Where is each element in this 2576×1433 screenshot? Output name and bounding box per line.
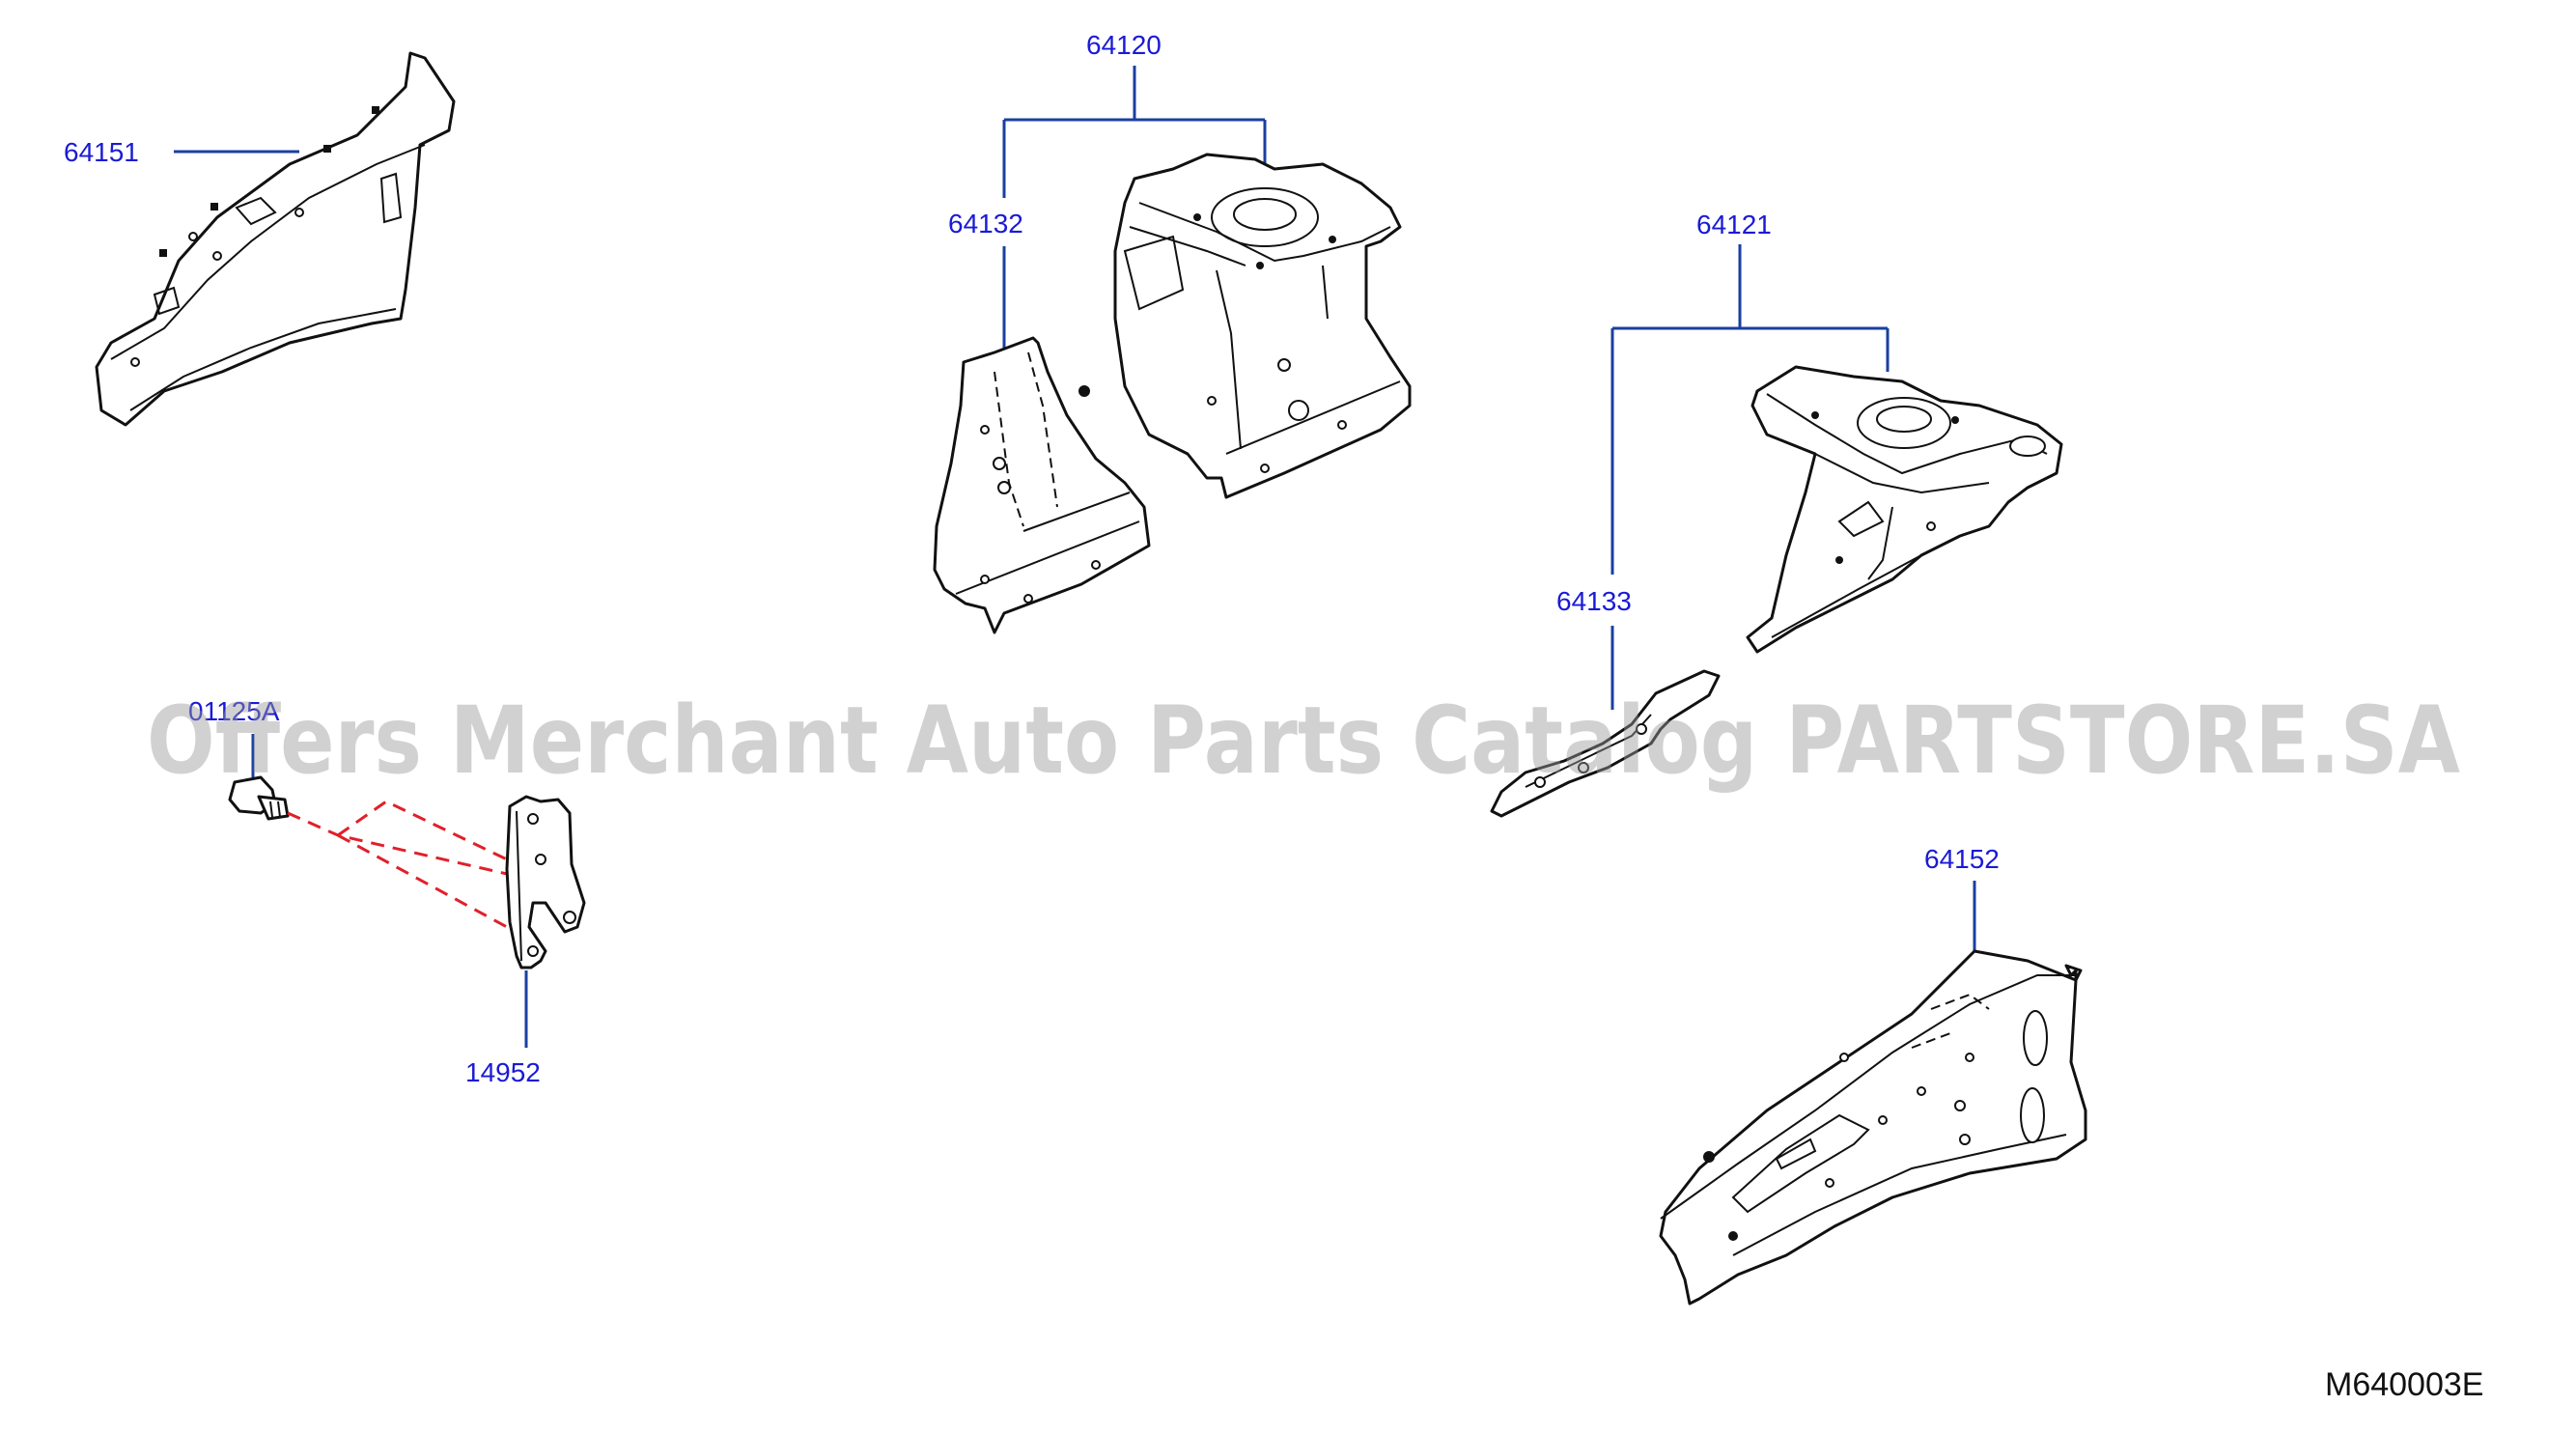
leader-64121 xyxy=(1610,244,1890,575)
label-64132[interactable]: 64132 xyxy=(948,209,1023,239)
part-64152-drawing[interactable] xyxy=(1659,949,2087,1306)
label-01125A[interactable]: 01125A xyxy=(188,696,280,726)
label-64133[interactable]: 64133 xyxy=(1556,586,1632,616)
bolt-01125A-drawing[interactable] xyxy=(228,775,290,821)
leader-64120 xyxy=(1002,66,1267,198)
part-64151-drawing[interactable] xyxy=(95,51,456,427)
label-64151[interactable]: 64151 xyxy=(64,137,139,167)
part-64120-drawing[interactable] xyxy=(1113,153,1412,499)
part-64133-drawing[interactable] xyxy=(1490,669,1721,818)
label-64120[interactable]: 64120 xyxy=(1086,30,1162,60)
label-14952[interactable]: 14952 xyxy=(465,1057,541,1087)
label-64121[interactable]: 64121 xyxy=(1696,210,1772,239)
diagram-code: M640003E xyxy=(2325,1366,2483,1403)
label-64152[interactable]: 64152 xyxy=(1924,844,2000,874)
fastener-path-lines xyxy=(287,800,508,929)
part-14952-drawing[interactable] xyxy=(505,795,586,969)
watermark-text: Offers Merchant Auto Parts Catalog PARTS… xyxy=(147,687,2460,795)
part-64121-drawing[interactable] xyxy=(1746,365,2063,654)
part-64132-drawing[interactable] xyxy=(933,336,1151,634)
